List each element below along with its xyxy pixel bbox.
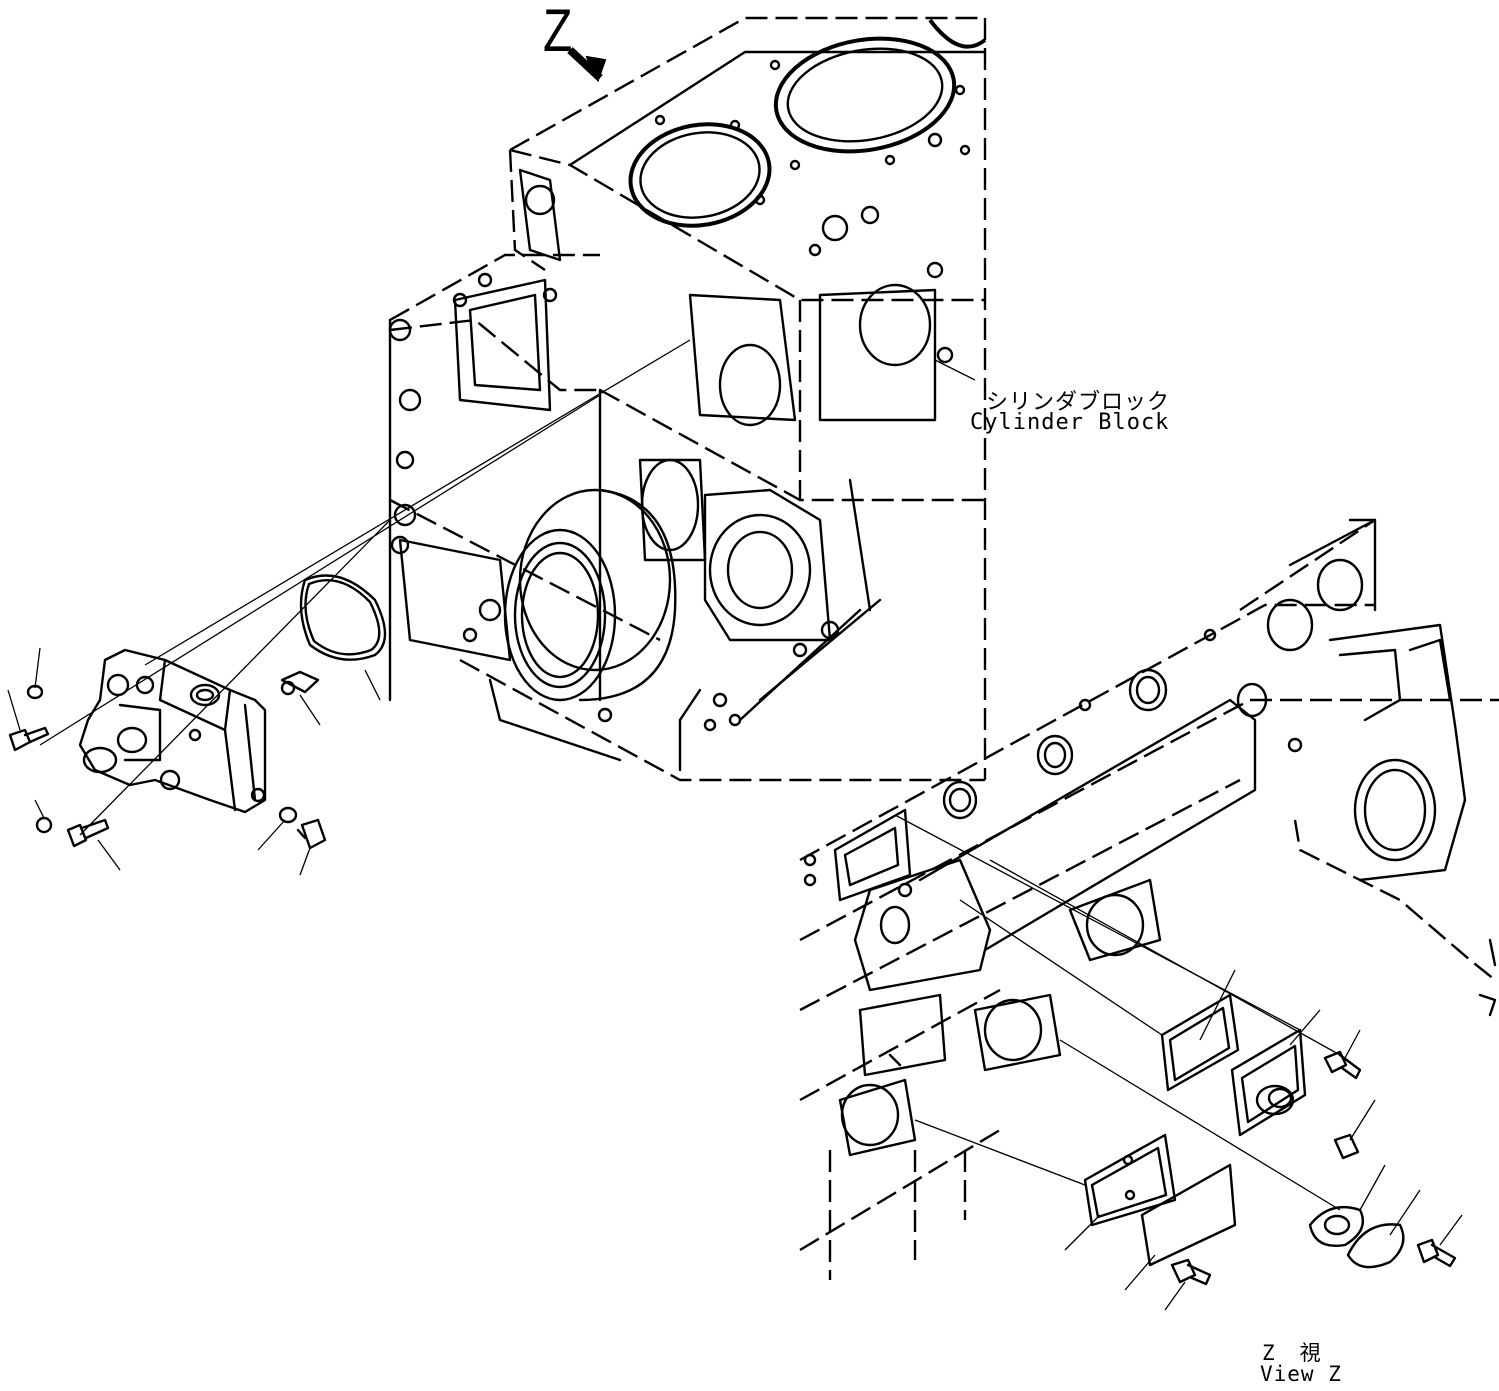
bolt — [1323, 1050, 1362, 1080]
drain-plug — [296, 818, 327, 850]
gasket-ring — [299, 574, 387, 661]
assembly-lines — [894, 814, 1463, 1311]
cylinder-block — [388, 16, 987, 782]
flange-gasket — [1308, 1205, 1365, 1247]
assembly-lines — [7, 339, 976, 876]
plug — [1333, 1133, 1360, 1160]
o-ring — [35, 816, 53, 834]
cylinder-block-label-jp: シリンダブロック — [986, 390, 1171, 415]
cylinder-liner — [773, 36, 957, 154]
blank-flange — [1346, 1223, 1405, 1269]
view-z-label-en: View Z — [1260, 1362, 1342, 1386]
o-ring — [278, 806, 298, 824]
view-z-label-jp: Z 視 — [1262, 1341, 1323, 1365]
crankshaft-seal-flange — [503, 488, 677, 702]
cover-gasket — [1160, 993, 1240, 1092]
bolt — [8, 726, 50, 752]
view-z-block — [799, 518, 1499, 1280]
view-direction-arrow-icon — [567, 47, 607, 83]
sensor-fitting — [280, 670, 320, 696]
cover-plate — [1140, 1163, 1237, 1267]
cylinder-liner — [628, 122, 772, 228]
filter-head-assembly — [78, 648, 267, 814]
cover-gasket — [1083, 1133, 1177, 1227]
bolt — [1416, 1238, 1457, 1268]
outlet-cover — [1230, 1028, 1307, 1137]
bolt — [1170, 1258, 1212, 1286]
cylinder-block-label-en: Cylinder Block — [970, 410, 1170, 435]
view-marker-label: Z — [543, 0, 573, 64]
bolt — [66, 818, 110, 848]
